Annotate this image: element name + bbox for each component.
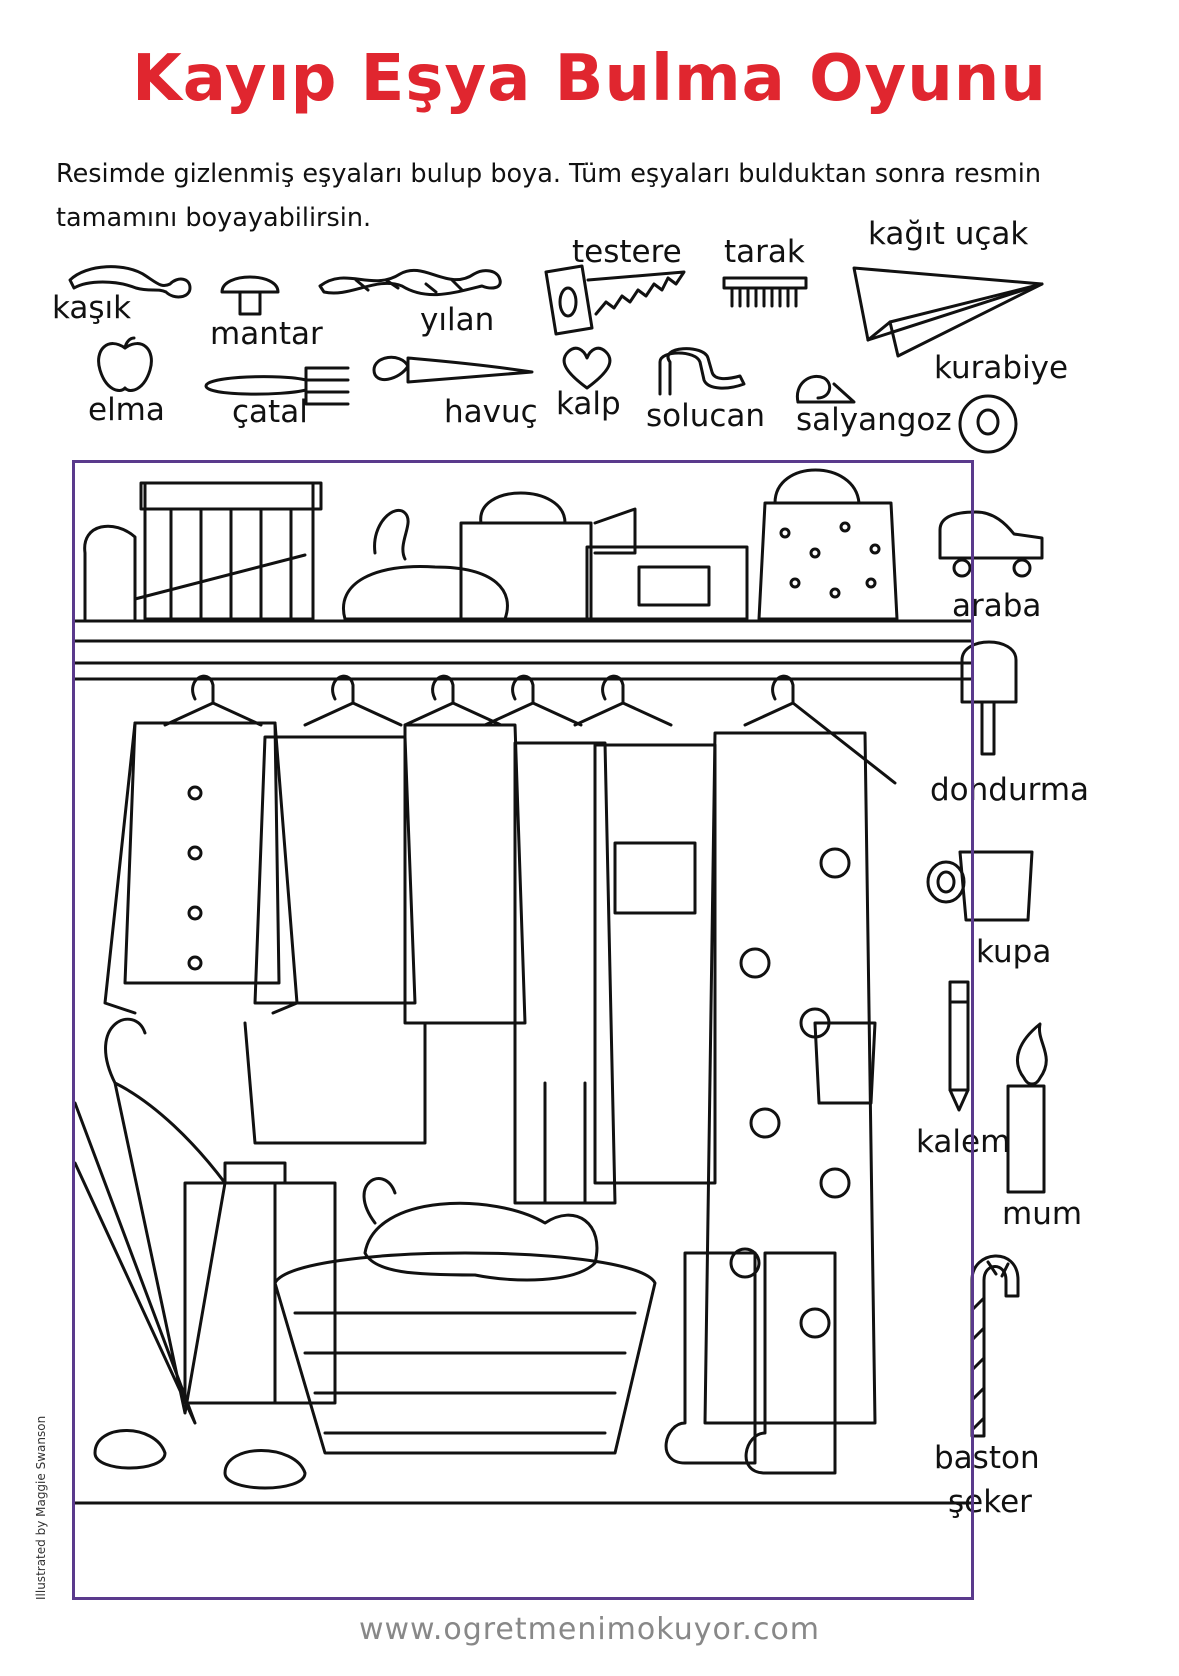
label-tarak: tarak xyxy=(724,234,805,270)
label-kalp: kalp xyxy=(556,386,621,422)
label-elma: elma xyxy=(88,392,165,428)
shelf-items xyxy=(83,468,899,621)
spoon-icon xyxy=(68,265,192,299)
apple-icon xyxy=(97,336,153,393)
closet-illustration xyxy=(75,468,971,1505)
label-mantar: mantar xyxy=(210,316,323,352)
instructions-text: Resimde gizlenmiş eşyaları bulup boya. T… xyxy=(56,159,1041,233)
slippers xyxy=(93,1429,307,1490)
cookie-icon xyxy=(958,394,1018,454)
label-kupa: kupa xyxy=(976,934,1052,970)
label-kurabiye: kurabiye xyxy=(934,350,1069,386)
label-kagit-ucak: kağıt uçak xyxy=(868,216,1029,252)
car-icon xyxy=(938,510,1044,578)
snail-icon xyxy=(795,375,856,404)
umbrella xyxy=(75,1017,227,1425)
clothes xyxy=(103,721,877,1425)
comb-icon xyxy=(722,276,808,308)
label-catal: çatal xyxy=(232,394,308,430)
saw-icon xyxy=(544,264,686,336)
clothes-rod xyxy=(75,661,971,681)
worm-icon xyxy=(658,347,746,396)
mushroom-icon xyxy=(220,275,280,316)
fork-icon xyxy=(204,366,350,406)
website-url[interactable]: www.ogretmenimokuyor.com xyxy=(358,1612,821,1647)
candy-cane-icon xyxy=(970,1254,1020,1438)
label-kalem: kalem xyxy=(916,1124,1011,1160)
illustration-credit: Illustrated by Maggie Swanson xyxy=(34,1415,48,1600)
cat xyxy=(362,1177,599,1282)
label-baston-1: baston xyxy=(934,1440,1040,1476)
ice-cream-icon xyxy=(960,640,1018,756)
label-mum: mum xyxy=(1002,1196,1083,1232)
label-solucan: solucan xyxy=(646,398,766,434)
suitcase xyxy=(183,1161,337,1405)
paper-plane-icon xyxy=(852,266,1044,358)
label-salyangoz: salyangoz xyxy=(796,402,952,438)
label-araba: araba xyxy=(952,588,1042,624)
page-title: Kayıp Eşya Bulma Oyunu xyxy=(132,42,1047,116)
label-kasik: kaşık xyxy=(52,290,132,326)
boots xyxy=(664,1251,837,1475)
basket xyxy=(273,1251,657,1455)
label-dondurma: dondurma xyxy=(930,772,1090,808)
label-testere: testere xyxy=(572,234,682,270)
mug-icon xyxy=(926,850,1034,922)
closet-scene-frame xyxy=(72,460,974,1600)
snake-icon xyxy=(318,268,502,297)
label-havuc: havuç xyxy=(444,394,538,430)
hangers xyxy=(163,674,897,785)
carrot-icon xyxy=(372,355,534,384)
candle-icon xyxy=(1006,1022,1048,1194)
heart-icon xyxy=(562,346,612,390)
label-yilan: yılan xyxy=(420,302,495,338)
pencil-icon xyxy=(948,980,970,1112)
shelf xyxy=(75,619,971,643)
